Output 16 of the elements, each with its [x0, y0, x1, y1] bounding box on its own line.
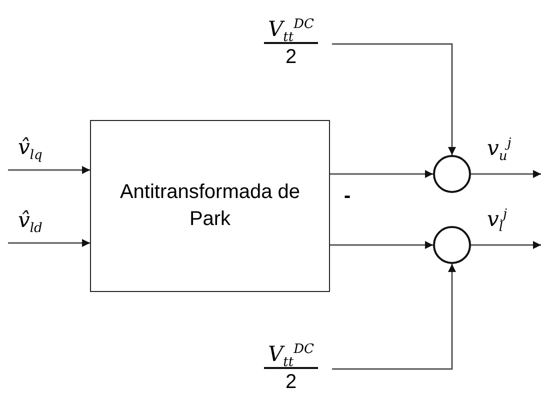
- arrow: [471, 241, 541, 249]
- sign-label: -: [344, 186, 351, 206]
- process-block: [90, 120, 330, 292]
- summing-junction: [433, 226, 471, 264]
- arrow: [332, 43, 456, 155]
- arrow: [8, 166, 90, 174]
- arrow: [8, 239, 90, 247]
- arrow: [332, 264, 456, 370]
- block-label: Antitransformada de Park: [118, 180, 302, 232]
- arrow: [330, 170, 433, 178]
- summing-junction: [433, 155, 471, 193]
- signal-label: v̂$_{lq}$: [18, 136, 42, 164]
- arrow: [330, 241, 433, 249]
- fraction-denominator: 2: [285, 370, 297, 395]
- fraction-denominator: 2: [285, 45, 297, 70]
- arrow: [471, 170, 541, 178]
